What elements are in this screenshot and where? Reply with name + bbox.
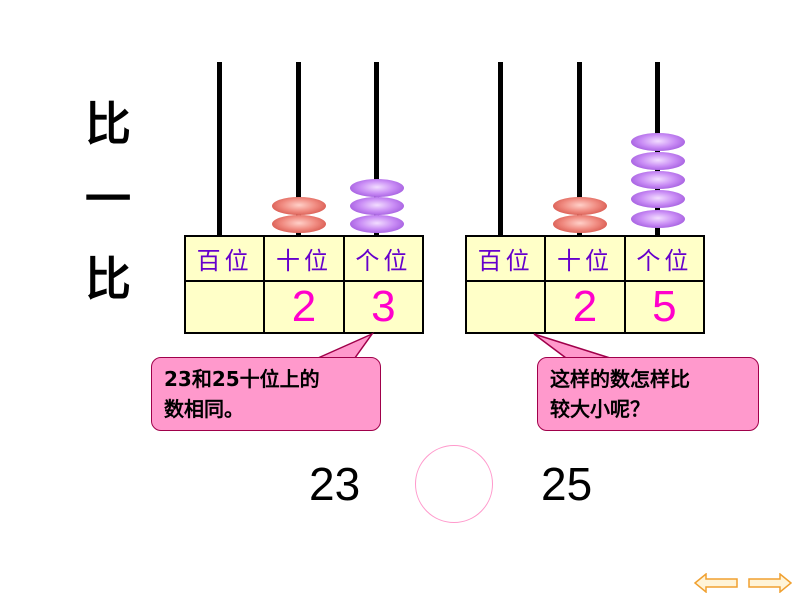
header-hundreds: 百位	[464, 235, 547, 282]
bubble-right-line1: 这样的数怎样比	[550, 367, 690, 391]
place-value-table-right: 百位 十位 个位 2 5	[464, 235, 706, 334]
value-hundreds	[464, 280, 547, 334]
title-char-3: 比	[85, 252, 131, 306]
bead	[631, 133, 685, 151]
bead	[631, 152, 685, 170]
bead	[553, 215, 607, 233]
title-char-1: 比	[85, 97, 131, 151]
header-tens: 十位	[544, 235, 626, 282]
value-ones: 3	[342, 280, 425, 334]
bead	[350, 179, 404, 197]
header-tens: 十位	[263, 235, 345, 282]
bead	[631, 190, 685, 208]
compare-left-number: 23	[309, 458, 361, 510]
value-hundreds	[183, 280, 266, 334]
bead	[350, 215, 404, 233]
title-char-2: 一	[85, 172, 131, 226]
compare-answer-circle[interactable]	[415, 445, 493, 523]
bead	[631, 210, 685, 228]
ones-rod	[374, 62, 379, 236]
prev-arrow-icon[interactable]	[694, 573, 738, 593]
value-tens: 2	[544, 280, 626, 334]
bubble-left-line1: 23和25十位上的	[164, 367, 320, 391]
bead	[272, 215, 326, 233]
tens-rod	[296, 62, 301, 236]
header-hundreds: 百位	[183, 235, 266, 282]
value-ones: 5	[623, 280, 706, 334]
place-value-table-left: 百位 十位 个位 2 3	[183, 235, 425, 334]
bead	[350, 197, 404, 215]
hundreds-rod	[217, 62, 222, 236]
bubble-right-tail	[533, 333, 611, 359]
bubble-right-line2: 较大小呢？	[550, 397, 650, 421]
tens-rod	[577, 62, 582, 236]
bead	[272, 197, 326, 215]
bead	[553, 197, 607, 215]
bubble-left-line2: 数相同。	[164, 397, 244, 421]
compare-right-number: 25	[541, 458, 593, 510]
bead	[631, 171, 685, 189]
hundreds-rod	[498, 62, 503, 236]
speech-bubble-right: 这样的数怎样比 较大小呢？	[537, 357, 759, 431]
value-tens: 2	[263, 280, 345, 334]
next-arrow-icon[interactable]	[748, 573, 792, 593]
header-ones: 个位	[623, 235, 706, 282]
header-ones: 个位	[342, 235, 425, 282]
speech-bubble-left: 23和25十位上的 数相同。	[151, 357, 381, 431]
